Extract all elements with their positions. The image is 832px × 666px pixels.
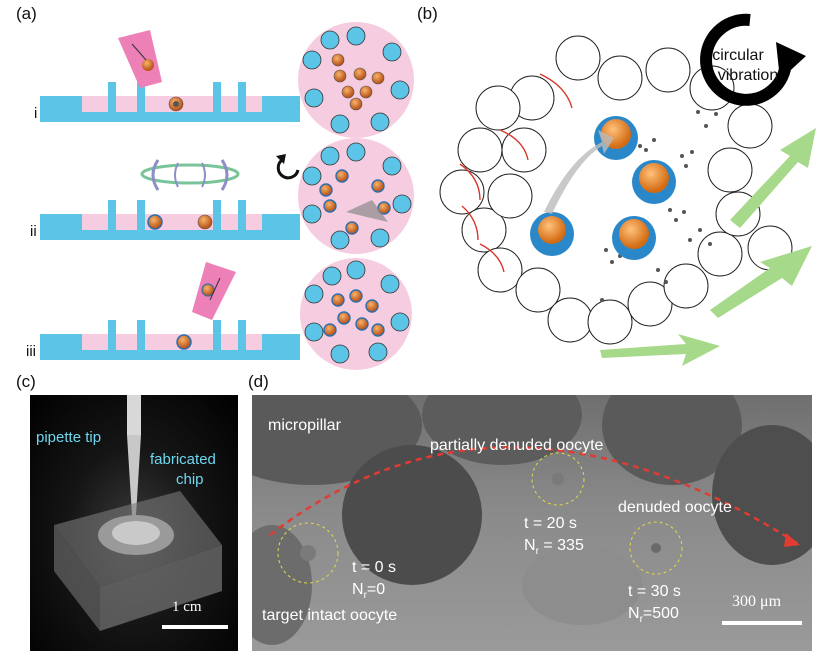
vibration-symbol [140,159,240,191]
denuded-oocyte-label: denuded oocyte [618,499,732,516]
micropillar-array [439,35,793,345]
chip-illustration [54,395,222,631]
step-iii-pipette [192,262,236,320]
step-i-chip [40,82,300,122]
step-i-label: i [34,105,37,122]
panel-d-label: (d) [248,372,269,391]
microscopy-image: micropillar partially denuded oocyte den… [252,395,812,651]
dish-i-topview [298,22,414,138]
n20-label: Nr = 335 [524,537,584,558]
micrograph-illustration [252,395,812,645]
t0-label: t = 0 s [352,559,397,576]
scale-label-d: 300 μm [732,593,782,610]
step-ii-chip [40,200,300,240]
scale-bar-c [162,625,228,629]
panel-b-label: (b) [417,4,438,23]
circular-vibration-arrow [700,13,806,106]
green-flow-arrows [600,128,816,366]
step-ii-label: ii [30,223,37,240]
n30-label: Nr=500 [628,605,679,626]
micropillar-label: micropillar [268,417,341,434]
panel-a-schematic: i ii iii [26,22,414,370]
rotation-arrow-icon [276,158,300,180]
n0-label: Nr=0 [352,581,386,602]
target-intact-label: target intact oocyte [262,607,398,624]
gray-trajectory-arrows [544,130,614,214]
dish-ii-topview [298,138,414,254]
dish-iii-topview [300,258,412,370]
step-iii-chip [40,320,300,360]
red-flow-arrows [459,73,573,273]
scale-label-c: 1 cm [172,599,202,615]
t20-label: t = 20 s [524,515,577,532]
step-iii-label: iii [26,343,36,360]
scale-bar-d [722,621,802,625]
panel-c-label: (c) [16,372,36,391]
fabricated-chip-label-line1: fabricated [150,451,216,468]
t30-label: t = 30 s [628,583,681,600]
vibration-label-line1: circular [712,47,764,64]
chip-photo: pipette tip fabricated chip 1 cm [30,395,238,651]
pipette-tip-label: pipette tip [36,429,102,446]
panel-a-label: (a) [16,4,37,23]
vibration-label-line2: vibration [718,67,778,84]
cumulus-debris [600,110,718,302]
fabricated-chip-label-line2: chip [176,471,204,488]
step-i-pipette [118,30,162,88]
partially-denuded-label: partially denuded oocyte [430,437,604,454]
panel-b-schematic: circular vibration [439,13,816,366]
